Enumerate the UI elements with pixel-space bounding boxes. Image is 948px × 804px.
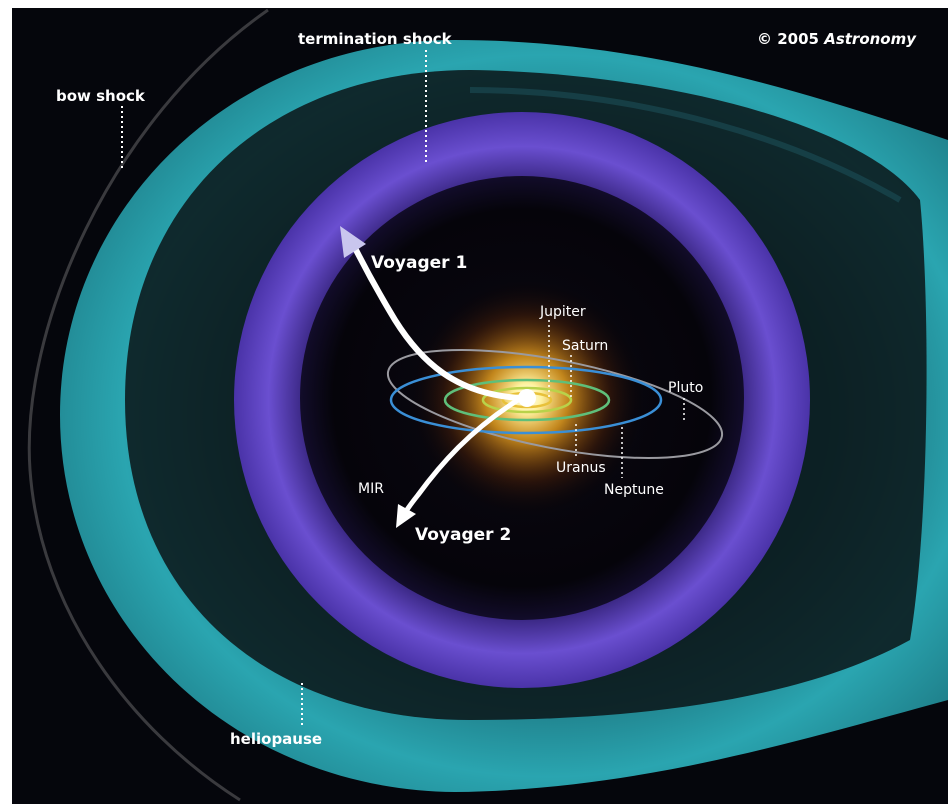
- jupiter-label: Jupiter: [539, 304, 586, 320]
- voyager1-trajectory: [349, 239, 525, 401]
- saturn-label: Saturn: [562, 338, 608, 354]
- saturn-orbit: [481, 386, 573, 414]
- mir-label: MIR: [358, 481, 384, 497]
- neptune-label: Neptune: [604, 482, 664, 498]
- credit-publication: Astronomy: [823, 30, 917, 48]
- pluto-label: Pluto: [668, 380, 703, 396]
- voyager2-label: Voyager 2: [415, 525, 511, 545]
- heliopause-label: heliopause: [230, 730, 322, 748]
- voyager1-arrowhead: [340, 226, 366, 258]
- uranus-label: Uranus: [556, 460, 606, 476]
- heliosheath-rim: [469, 87, 902, 203]
- pluto-orbit: [386, 348, 724, 460]
- bow-shock-curve: [27, 8, 269, 802]
- uranus-orbit: [443, 378, 611, 422]
- credit-prefix: © 2005: [757, 30, 819, 48]
- termination-shock-label: termination shock: [298, 30, 453, 48]
- bow-shock-label: bow shock: [56, 87, 146, 105]
- voyager1-label: Voyager 1: [371, 253, 467, 273]
- neptune-orbit: [389, 365, 663, 435]
- voyager2-arrowhead: [396, 504, 416, 528]
- copyright-credit: © 2005 Astronomy: [757, 30, 917, 48]
- sun: [518, 389, 536, 407]
